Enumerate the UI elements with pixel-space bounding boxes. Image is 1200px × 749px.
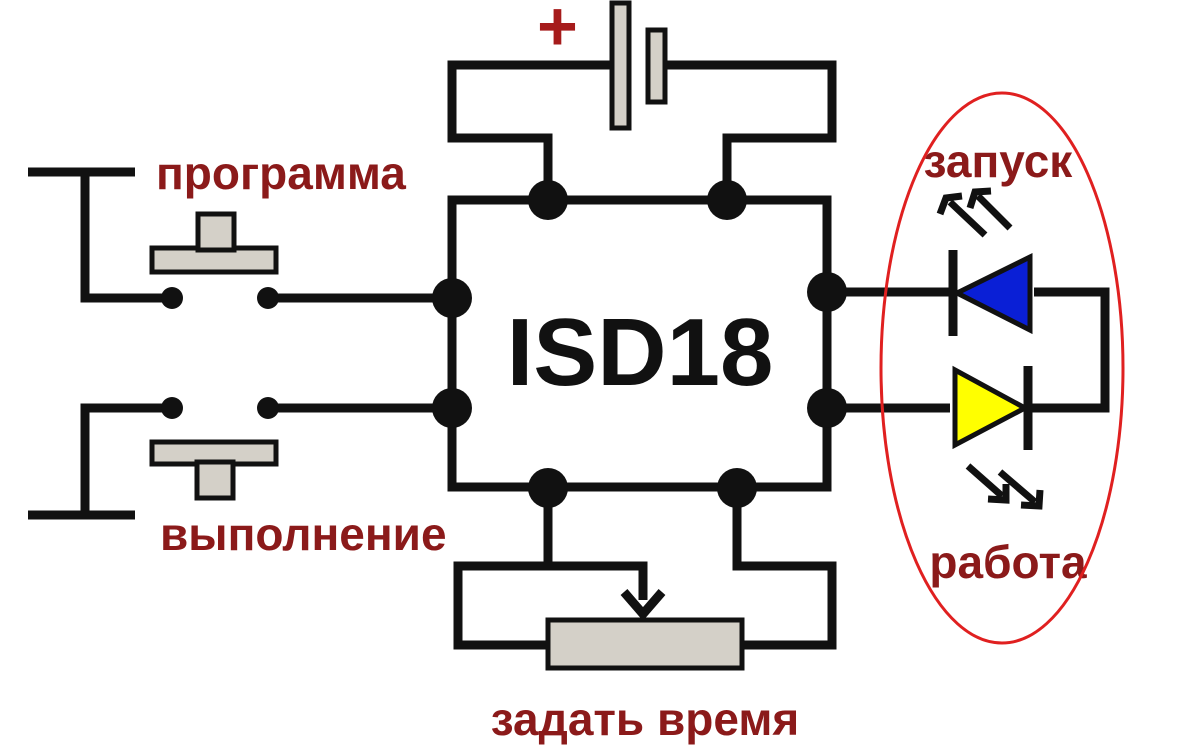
battery-wire-left	[447, 60, 625, 200]
pin-top-right	[707, 180, 747, 220]
play-button-cap	[194, 459, 236, 501]
isd18-chip: ISD18	[432, 180, 847, 508]
led-section: запуск работа	[827, 91, 1125, 645]
battery: +	[447, 0, 837, 200]
pot-wiper-arrowhead	[620, 589, 666, 621]
pin-top-left	[528, 180, 568, 220]
record-button: программа	[28, 147, 452, 309]
pot-wiper-wire	[543, 488, 648, 600]
play-button-lead-left	[28, 403, 168, 520]
record-button-label: программа	[156, 147, 406, 199]
start-led-emission-arrows-icon	[936, 187, 1013, 238]
battery-short-plate	[645, 27, 668, 105]
record-button-lead-left	[28, 167, 168, 303]
play-button-label: выполнение	[160, 508, 447, 560]
pot-left-wire	[453, 561, 548, 650]
work-led-label: работа	[929, 536, 1087, 588]
work-led-emission-arrows-icon	[965, 463, 1044, 510]
play-button-contact-right	[257, 397, 279, 419]
start-led-triangle	[951, 252, 1033, 335]
battery-wire-right	[660, 60, 837, 200]
pot-right-wire	[732, 488, 837, 650]
record-button-contact-left	[161, 287, 183, 309]
start-led-label: запуск	[924, 135, 1074, 187]
chip-outline	[447, 195, 832, 492]
pot-body	[545, 617, 745, 671]
led-highlight-ellipse	[879, 91, 1125, 645]
record-button-contact-right	[257, 287, 279, 309]
play-button-contact-left	[161, 397, 183, 419]
battery-plus-sign: +	[537, 0, 578, 65]
potentiometer: задать время	[453, 488, 837, 745]
work-led-triangle	[952, 365, 1031, 450]
potentiometer-label: задать время	[491, 693, 799, 745]
battery-long-plate	[609, 0, 632, 131]
work-led: работа	[929, 365, 1087, 588]
record-button-cap	[195, 211, 237, 253]
chip-name: ISD18	[507, 299, 774, 406]
play-button: выполнение	[28, 397, 452, 560]
start-led: запуск	[924, 135, 1074, 336]
